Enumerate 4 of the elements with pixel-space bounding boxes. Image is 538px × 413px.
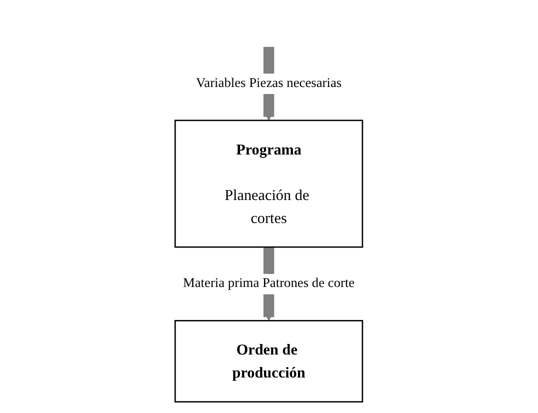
edge-label: Materia prima Patrones de corte bbox=[183, 276, 355, 291]
edge-label: Variables Piezas necesarias bbox=[196, 76, 342, 91]
node-box: Programa Planeación de cortes bbox=[174, 120, 364, 248]
node-box: Orden de producción bbox=[174, 320, 364, 403]
